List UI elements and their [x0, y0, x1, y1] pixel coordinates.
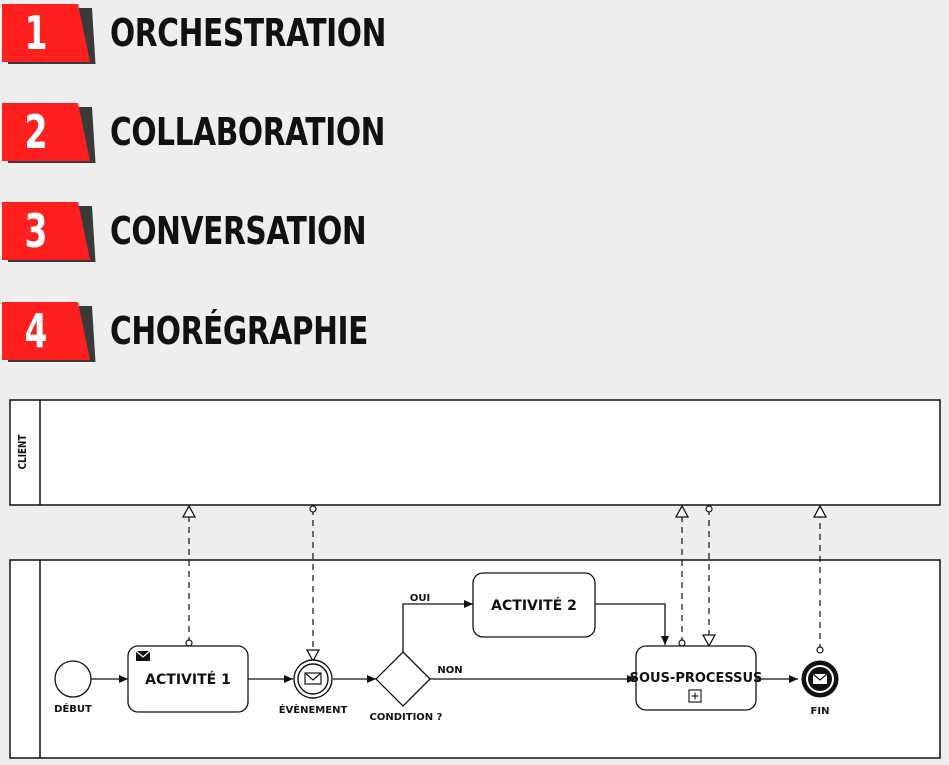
- number-badge: 3: [0, 200, 96, 262]
- task-1-label: ACTIVITÉ 1: [145, 671, 231, 688]
- heading-title: COLLABORATION: [110, 110, 386, 154]
- heading-title: CHORÉGRAPHIE: [110, 309, 369, 353]
- badge-shape: [2, 302, 96, 362]
- flow-no-label: NON: [437, 665, 462, 676]
- number-badge: 4: [0, 300, 96, 362]
- sub-process-label: SOUS-PROCESSUS: [630, 671, 763, 686]
- plus-icon: [688, 689, 702, 703]
- badge-shape: [2, 103, 96, 163]
- flow-yes-label: OUI: [410, 593, 430, 604]
- badge-number: 2: [24, 105, 48, 159]
- badge-shape: [2, 202, 96, 262]
- envelope-icon: [135, 650, 151, 661]
- badge-number: 4: [24, 304, 48, 358]
- sequence-flows: [91, 600, 798, 683]
- start-event-label: DÉBUT: [54, 702, 92, 715]
- task-1: ACTIVITÉ 1: [127, 645, 249, 713]
- badge-shape: [2, 4, 96, 64]
- heading-row-3: 3 CONVERSATION: [0, 200, 420, 262]
- task-2-label: ACTIVITÉ 2: [491, 597, 577, 614]
- client-pool: CLIENT: [9, 399, 941, 506]
- number-badge: 2: [0, 101, 96, 163]
- message-flows: [189, 506, 820, 661]
- client-pool-label: CLIENT: [17, 434, 29, 469]
- bpmn-diagram: CLIENT DÉBUT ACTIVITÉ 1: [9, 399, 941, 759]
- heading-row-4: 4 CHORÉGRAPHIE: [0, 300, 420, 362]
- heading-row-1: 1 ORCHESTRATION: [0, 2, 420, 64]
- badge-number: 1: [24, 6, 48, 60]
- number-badge: 1: [0, 2, 96, 64]
- heading-row-2: 2 COLLABORATION: [0, 101, 420, 163]
- sub-process: SOUS-PROCESSUS: [630, 645, 763, 711]
- task-2: ACTIVITÉ 2: [472, 572, 596, 638]
- exclusive-gateway: CONDITION ? OUI NON: [370, 593, 463, 723]
- badge-number: 3: [24, 204, 48, 258]
- intermediate-event-label: ÉVÈNEMENT: [279, 703, 348, 716]
- gateway-label: CONDITION ?: [370, 712, 443, 723]
- end-message-event: FIN: [801, 660, 839, 717]
- heading-title: ORCHESTRATION: [110, 11, 387, 55]
- end-event-label: FIN: [811, 706, 830, 717]
- envelope-icon: [304, 672, 322, 685]
- intermediate-message-event: ÉVÈNEMENT: [279, 659, 348, 716]
- start-event: DÉBUT: [54, 660, 92, 715]
- envelope-icon: [812, 673, 828, 684]
- heading-title: CONVERSATION: [110, 209, 367, 253]
